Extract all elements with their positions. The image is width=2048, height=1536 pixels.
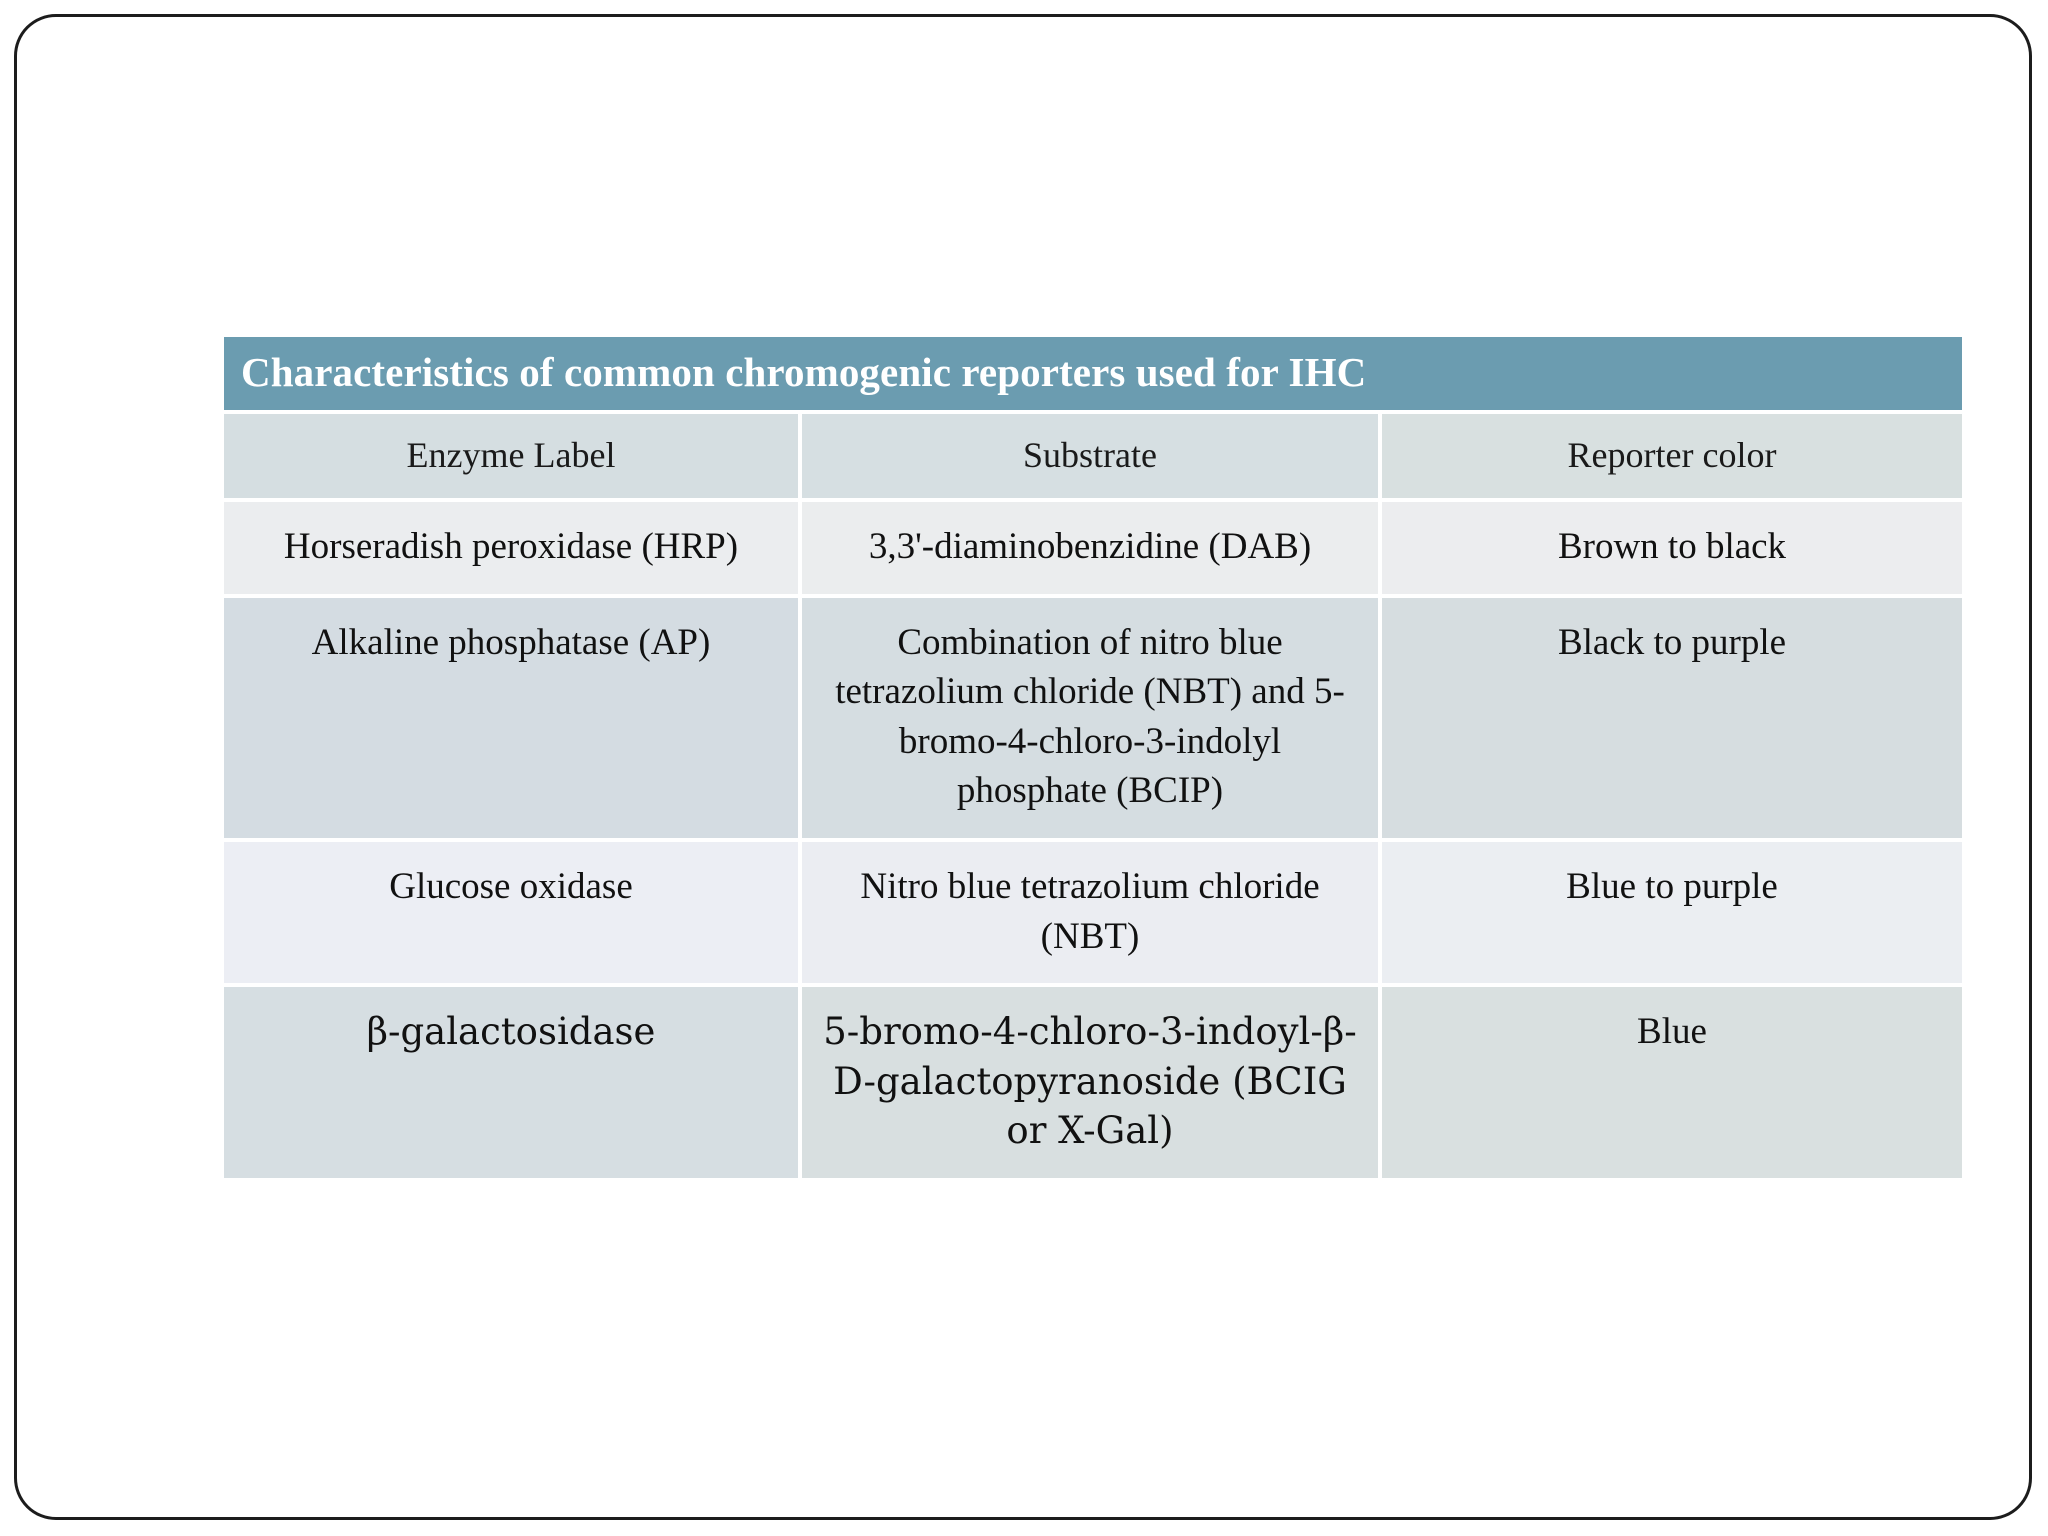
cell-reporter-color: Brown to black bbox=[1382, 502, 1962, 598]
cell-substrate: Combination of nitro blue tetrazolium ch… bbox=[802, 597, 1382, 842]
cell-enzyme-label: Alkaline phosphatase (AP) bbox=[224, 597, 802, 842]
table-row: Alkaline phosphatase (AP) Combination of… bbox=[224, 597, 1962, 842]
cell-reporter-color: Blue bbox=[1382, 987, 1962, 1178]
chromogenic-reporters-table: Characteristics of common chromogenic re… bbox=[224, 337, 1962, 1178]
cell-substrate: 3,3'-diaminobenzidine (DAB) bbox=[802, 502, 1382, 598]
table-column-headers: Enzyme Label Substrate Reporter color bbox=[224, 410, 1962, 503]
ihc-table-container: Characteristics of common chromogenic re… bbox=[224, 337, 1962, 1178]
column-header-enzyme-label: Enzyme Label bbox=[224, 410, 802, 503]
header-row: Enzyme Label Substrate Reporter color bbox=[224, 410, 1962, 503]
table-head: Characteristics of common chromogenic re… bbox=[224, 337, 1962, 411]
table-row: Glucose oxidase Nitro blue tetrazolium c… bbox=[224, 841, 1962, 988]
cell-reporter-color: Blue to purple bbox=[1382, 841, 1962, 988]
table-body: Horseradish peroxidase (HRP) 3,3'-diamin… bbox=[224, 502, 1962, 1178]
cell-substrate: Nitro blue tetrazolium chloride (NBT) bbox=[802, 841, 1382, 988]
cell-enzyme-label: Horseradish peroxidase (HRP) bbox=[224, 502, 802, 598]
column-header-reporter-color: Reporter color bbox=[1382, 410, 1962, 503]
slide-frame: Characteristics of common chromogenic re… bbox=[14, 14, 2032, 1520]
table-title: Characteristics of common chromogenic re… bbox=[224, 337, 1962, 411]
cell-enzyme-label: β-galactosidase bbox=[224, 987, 802, 1178]
table-title-row: Characteristics of common chromogenic re… bbox=[224, 337, 1962, 411]
cell-reporter-color: Black to purple bbox=[1382, 597, 1962, 842]
column-header-substrate: Substrate bbox=[802, 410, 1382, 503]
cell-substrate: 5-bromo-4-chloro-3-indoyl-β-D-galactopyr… bbox=[802, 987, 1382, 1178]
cell-enzyme-label: Glucose oxidase bbox=[224, 841, 802, 988]
table-row: Horseradish peroxidase (HRP) 3,3'-diamin… bbox=[224, 502, 1962, 598]
table-row: β-galactosidase 5-bromo-4-chloro-3-indoy… bbox=[224, 987, 1962, 1178]
